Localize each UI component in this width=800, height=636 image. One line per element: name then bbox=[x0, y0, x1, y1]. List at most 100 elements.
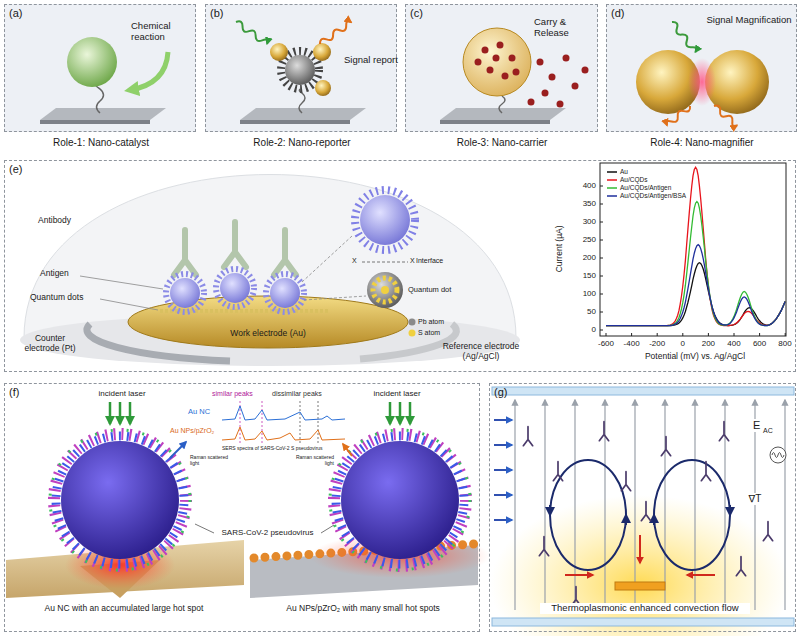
nano-magnifier-figure bbox=[665, 104, 692, 128]
nano-reporter-figure bbox=[270, 43, 288, 61]
annotation: Carry & Release bbox=[534, 17, 596, 39]
text-label: Au NPs/pZrO₂ with many small hot spots bbox=[250, 604, 476, 614]
sers-illustration bbox=[109, 402, 112, 424]
text-label: dissimilar peaks bbox=[272, 390, 342, 398]
panel-tag: (f) bbox=[9, 386, 35, 399]
nano-reporter-figure bbox=[234, 20, 269, 47]
voltammetry-chart bbox=[600, 167, 785, 336]
sensor-illustration bbox=[174, 222, 296, 275]
sensor-illustration bbox=[128, 296, 408, 348]
text-label: Au NC with an accumulated large hot spot bbox=[8, 604, 240, 614]
nano-reporter-figure bbox=[285, 55, 315, 85]
tick-label: 300 bbox=[572, 217, 596, 226]
tick-mark bbox=[600, 240, 603, 241]
thermoplasmonic-illustration bbox=[621, 472, 630, 491]
tick-label: 200 bbox=[572, 253, 596, 262]
legend-line bbox=[607, 195, 617, 197]
nano-catalyst-figure bbox=[130, 52, 168, 90]
thermoplasmonic-illustration bbox=[729, 505, 731, 515]
tick-mark bbox=[600, 222, 603, 223]
sers-illustration bbox=[409, 402, 412, 424]
tick-mark bbox=[600, 258, 603, 259]
legend-line bbox=[607, 179, 617, 181]
tick-label: 400 bbox=[572, 181, 596, 190]
tick-label: 800 bbox=[772, 339, 798, 348]
sers-illustration bbox=[119, 402, 122, 424]
sers-illustration bbox=[110, 402, 410, 424]
thermoplasmonic-illustration bbox=[549, 505, 551, 515]
sers-illustration bbox=[399, 402, 402, 424]
sers-illustration bbox=[222, 406, 345, 420]
symbol-label: E bbox=[753, 419, 763, 432]
tick-mark bbox=[600, 312, 603, 313]
text-label: SERS spectra of SARS-CoV-2 S pseudovirus bbox=[222, 446, 347, 452]
text-label: X bbox=[352, 257, 360, 265]
sensor-illustration bbox=[170, 278, 200, 308]
nano-carrier-figure bbox=[475, 42, 589, 108]
thermoplasmonic-illustration bbox=[653, 515, 655, 525]
tick-mark bbox=[600, 186, 603, 187]
thermoplasmonic-illustration bbox=[634, 400, 635, 610]
thermoplasmonic-illustration bbox=[492, 618, 794, 626]
nano-carrier-figure bbox=[502, 73, 509, 80]
text-label: Quantum dot bbox=[408, 286, 460, 295]
tick-mark bbox=[682, 333, 683, 336]
data-curve bbox=[606, 245, 785, 326]
thermoplasmonic-illustration bbox=[639, 535, 641, 563]
panel-fill bbox=[4, 4, 196, 132]
panel-caption: Thermoplasmonic enhanced convection flow bbox=[540, 603, 750, 614]
legend-line bbox=[607, 187, 617, 189]
tick-label: 600 bbox=[747, 339, 773, 348]
panel-box: (a)Chemical reactionRole-1: Nano-catalys… bbox=[4, 4, 196, 132]
panel-box: (b)Signal reportRole-2: Nano-reporter bbox=[205, 4, 397, 132]
sensor-illustration bbox=[100, 299, 158, 310]
sensor-illustration bbox=[362, 262, 408, 263]
thermoplasmonic-illustration bbox=[553, 462, 562, 481]
thermoplasmonic-illustration bbox=[770, 447, 786, 463]
sensor-illustration bbox=[80, 276, 163, 289]
sers-illustration bbox=[222, 427, 345, 440]
tick-mark bbox=[785, 333, 786, 336]
nano-magnifier-figure bbox=[636, 20, 769, 127]
nano-carrier-figure bbox=[487, 67, 494, 74]
nano-carrier-figure bbox=[440, 28, 589, 124]
tick-label: 250 bbox=[572, 235, 596, 244]
thermoplasmonic-illustration bbox=[615, 582, 665, 590]
sers-illustration bbox=[343, 444, 352, 456]
sers-illustration bbox=[330, 430, 470, 570]
nano-reporter-figure bbox=[240, 120, 350, 124]
sers-illustration bbox=[300, 401, 301, 444]
thermoplasmonic-illustration bbox=[494, 469, 512, 471]
sensor-illustration bbox=[373, 278, 397, 302]
voltammetry-chart bbox=[600, 163, 786, 336]
legend-text: Au bbox=[620, 168, 690, 175]
thermoplasmonic-illustration bbox=[664, 400, 665, 610]
sensor-illustration bbox=[224, 222, 246, 267]
thermoplasmonic-illustration bbox=[539, 537, 548, 556]
role-caption: Role-4: Nano-magnifier bbox=[606, 137, 798, 149]
panel-box: (c)Carry & ReleaseRole-3: Nano-carrier bbox=[405, 4, 598, 132]
panel-fill bbox=[606, 4, 797, 132]
nano-carrier-figure bbox=[537, 59, 544, 66]
panel-fill bbox=[405, 4, 598, 132]
annotation: Signal Magnification bbox=[703, 15, 795, 26]
text-label: Antibody bbox=[38, 216, 100, 226]
nano-catalyst-figure bbox=[67, 37, 117, 87]
text-label: X bbox=[410, 257, 418, 265]
legend-text: Au/CQDs/Antigen bbox=[620, 184, 690, 191]
text-label: Counter electrode (Pt) bbox=[20, 334, 80, 354]
panel-box: (d)Signal MagnificationRole-4: Nano-magn… bbox=[606, 4, 797, 132]
tick-label: 50 bbox=[572, 307, 596, 316]
data-curve bbox=[606, 202, 785, 326]
nano-carrier-figure bbox=[440, 108, 566, 120]
text-label: Raman scattered light bbox=[190, 455, 230, 467]
thermoplasmonic-illustration bbox=[494, 444, 512, 446]
text-label: Reference electrode (Ag/AgCl) bbox=[440, 342, 522, 362]
nano-magnifier-figure bbox=[670, 20, 698, 54]
nano-carrier-figure bbox=[549, 74, 556, 81]
panel-tag: (e) bbox=[9, 163, 35, 176]
nano-carrier-figure bbox=[463, 28, 531, 96]
nano-carrier-figure bbox=[563, 55, 570, 62]
tick-label: -400 bbox=[619, 339, 645, 348]
